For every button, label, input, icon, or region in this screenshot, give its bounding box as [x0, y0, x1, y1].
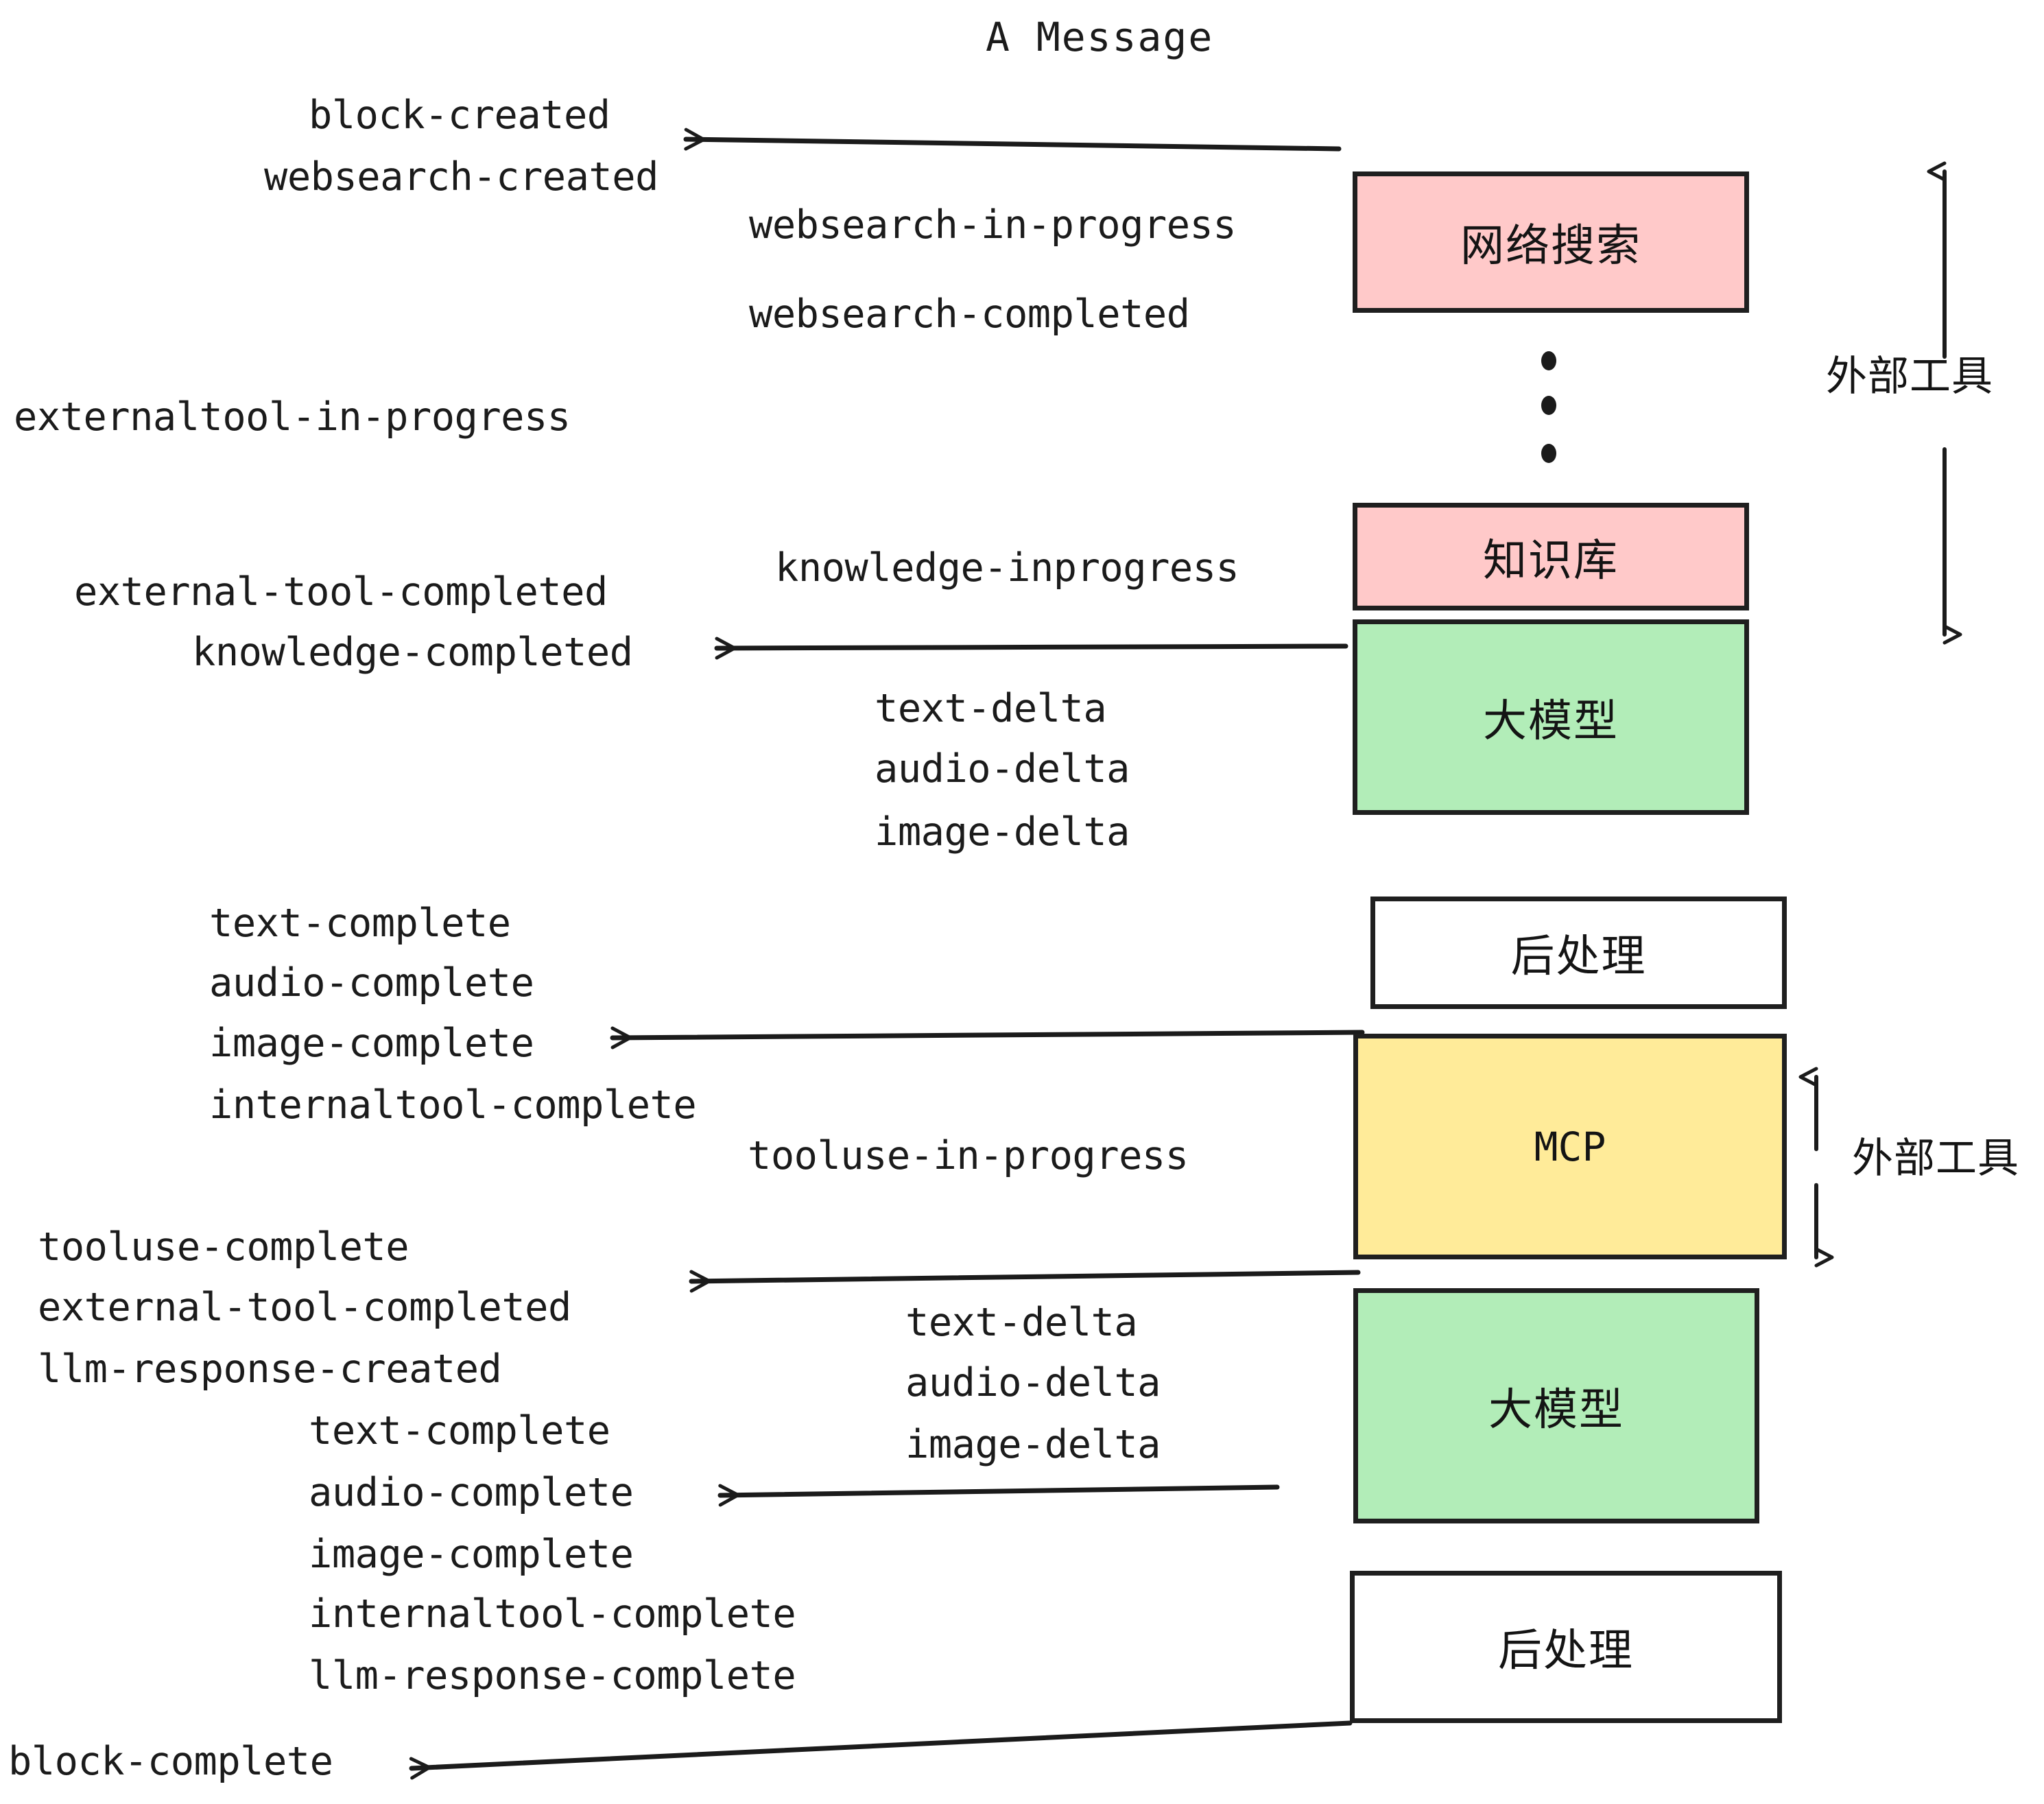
node-llm-2[interactable]: 大模型 [1353, 1288, 1759, 1523]
event-label-externaltool-in-progress: externaltool-in-progress [14, 394, 571, 440]
event-label-audio-complete-2: audio-complete [309, 1470, 634, 1515]
event-label-tooluse-complete: tooluse-complete [38, 1224, 409, 1270]
node-post-2[interactable]: 后处理 [1350, 1571, 1782, 1723]
event-label-llm-response-complete: llm-response-complete [309, 1653, 796, 1698]
event-label-image-complete-1: image-complete [209, 1021, 534, 1066]
side-label-external-tools-top: 外部工具 [1826, 353, 1993, 401]
event-label-websearch-in-progress: websearch-in-progress [749, 202, 1237, 248]
node-mcp[interactable]: MCP [1353, 1034, 1787, 1259]
event-label-text-complete-2: text-complete [309, 1408, 610, 1453]
event-label-text-complete-1: text-complete [209, 901, 511, 946]
event-label-text-delta-1: text-delta [875, 686, 1107, 731]
event-label-audio-complete-1: audio-complete [209, 960, 534, 1006]
arrow-knowledge-done [714, 637, 1348, 660]
ellipsis-dot-1 [1541, 351, 1556, 370]
node-post-1[interactable]: 后处理 [1370, 897, 1787, 1009]
side-label-external-tools-bottom: 外部工具 [1852, 1135, 2019, 1183]
event-label-text-delta-2: text-delta [905, 1300, 1138, 1345]
event-label-audio-delta-2: audio-delta [905, 1360, 1161, 1405]
arrow-tooluse-done [689, 1270, 1361, 1293]
event-label-llm-response-created: llm-response-created [38, 1346, 502, 1392]
node-websearch[interactable]: 网络搜索 [1353, 171, 1749, 313]
event-label-internaltool-complete-1: internaltool-complete [209, 1082, 697, 1128]
event-label-external-tool-completed-2: external-tool-completed [38, 1285, 571, 1330]
node-knowledge[interactable]: 知识库 [1353, 503, 1749, 610]
event-label-websearch-created: websearch-created [264, 154, 658, 200]
page-title: A Message [986, 14, 1214, 60]
ellipsis-dot-3 [1541, 444, 1556, 463]
flow-arrows [409, 128, 1365, 1780]
arrow-image-complete [610, 1026, 1365, 1049]
arrow-block-created [683, 128, 1342, 152]
event-label-internaltool-complete-2: internaltool-complete [309, 1591, 796, 1637]
ellipsis-dot-2 [1541, 396, 1556, 415]
event-label-block-created: block-created [309, 93, 610, 138]
event-label-knowledge-completed: knowledge-completed [192, 630, 633, 675]
event-label-block-complete: block-complete [8, 1739, 333, 1784]
node-llm-1[interactable]: 大模型 [1353, 619, 1749, 815]
external-tool-brackets [1798, 161, 1962, 1268]
event-label-tooluse-in-progress: tooluse-in-progress [748, 1133, 1189, 1178]
arrow-block-complete [409, 1720, 1353, 1780]
event-label-image-delta-1: image-delta [875, 809, 1130, 855]
arrow-audio-complete [717, 1484, 1280, 1507]
event-label-audio-delta-1: audio-delta [875, 746, 1130, 792]
event-label-image-delta-2: image-delta [905, 1422, 1161, 1467]
event-label-image-complete-2: image-complete [309, 1532, 634, 1577]
event-label-knowledge-inprogress: knowledge-inprogress [775, 545, 1239, 591]
event-label-external-tool-completed-1: external-tool-completed [74, 569, 608, 615]
event-label-websearch-completed: websearch-completed [749, 292, 1190, 337]
